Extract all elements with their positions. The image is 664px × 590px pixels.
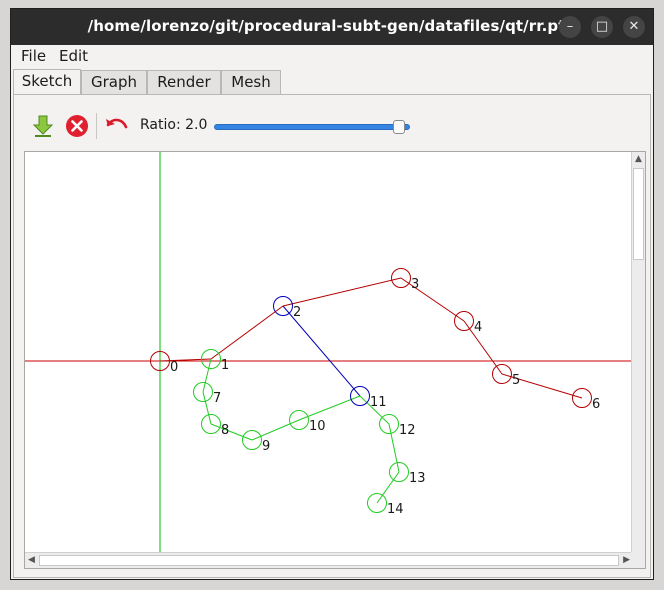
ratio-slider[interactable] (214, 120, 410, 134)
edge-2-3[interactable] (282, 277, 402, 307)
node-label-10: 10 (309, 419, 326, 434)
tab-mesh[interactable]: Mesh (221, 70, 281, 94)
delete-button[interactable] (64, 113, 90, 139)
node-label-9: 9 (262, 439, 270, 454)
node-label-2: 2 (293, 305, 301, 320)
node-7[interactable] (193, 382, 213, 402)
menu-bar: File Edit (11, 45, 653, 67)
tab-sketch[interactable]: Sketch (13, 69, 81, 95)
edge-1-7[interactable] (202, 358, 212, 393)
edge-2-11[interactable] (282, 305, 361, 397)
title-bar[interactable]: /home/lorenzo/git/procedural-subt-gen/da… (11, 9, 653, 45)
window-title: /home/lorenzo/git/procedural-subt-gen/da… (87, 17, 577, 35)
node-4[interactable] (454, 311, 474, 331)
minimize-icon: – (566, 19, 574, 34)
ratio-slider-handle[interactable] (393, 120, 405, 134)
node-label-11: 11 (370, 395, 387, 410)
app-window: /home/lorenzo/git/procedural-subt-gen/da… (10, 8, 654, 580)
scroll-right-icon[interactable]: ▶ (623, 555, 630, 565)
node-0[interactable] (150, 351, 170, 371)
tab-render[interactable]: Render (147, 70, 221, 94)
node-12[interactable] (379, 414, 399, 434)
tab-graph[interactable]: Graph (81, 70, 147, 94)
edge-9-10[interactable] (251, 419, 300, 441)
node-label-0: 0 (170, 360, 178, 375)
node-label-1: 1 (221, 358, 229, 373)
ratio-label: Ratio: 2.0 (140, 117, 208, 133)
maximize-button[interactable]: □ (591, 16, 613, 38)
node-14[interactable] (367, 493, 387, 513)
horizontal-scrollbar[interactable]: ◀ ▶ (25, 552, 633, 568)
scroll-up-icon[interactable]: ▲ (635, 154, 642, 164)
node-3[interactable] (391, 268, 411, 288)
menu-edit[interactable]: Edit (59, 47, 89, 65)
node-6[interactable] (572, 388, 592, 408)
menu-file[interactable]: File (21, 47, 47, 65)
vertical-scroll-thumb[interactable] (633, 168, 644, 260)
node-label-4: 4 (474, 320, 482, 335)
edge-7-8[interactable] (202, 391, 212, 425)
edge-13-14[interactable] (376, 471, 400, 504)
download-button[interactable] (30, 113, 56, 139)
edge-12-13[interactable] (388, 423, 400, 473)
close-button[interactable]: ✕ (623, 16, 645, 38)
node-label-8: 8 (221, 423, 229, 438)
edge-11-12[interactable] (359, 395, 390, 425)
maximize-icon: □ (595, 19, 609, 34)
undo-button[interactable] (104, 113, 130, 139)
minimize-button[interactable]: – (559, 16, 581, 38)
node-13[interactable] (389, 462, 409, 482)
node-label-5: 5 (512, 373, 520, 388)
scroll-left-icon[interactable]: ◀ (28, 555, 35, 565)
edge-0-1[interactable] (159, 358, 212, 362)
edge-3-4[interactable] (400, 277, 465, 322)
horizontal-scroll-thumb[interactable] (39, 555, 619, 566)
edge-8-9[interactable] (210, 423, 253, 441)
node-label-3: 3 (411, 277, 419, 292)
node-10[interactable] (289, 410, 309, 430)
node-label-12: 12 (399, 423, 416, 438)
node-2[interactable] (273, 296, 293, 316)
undo-icon (106, 118, 128, 129)
edge-4-5[interactable] (463, 320, 503, 375)
edge-5-6[interactable] (501, 373, 583, 399)
edge-1-2[interactable] (210, 305, 284, 360)
edge-10-11[interactable] (298, 395, 361, 421)
node-label-6: 6 (592, 397, 600, 412)
node-1[interactable] (201, 349, 221, 369)
node-label-14: 14 (387, 502, 404, 517)
node-8[interactable] (201, 414, 221, 434)
delete-circle-icon (66, 115, 88, 137)
toolbar: Ratio: 2.0 (14, 95, 650, 151)
tab-bar: Sketch Graph Render Mesh (11, 69, 653, 95)
node-9[interactable] (242, 430, 262, 450)
node-label-13: 13 (409, 471, 426, 486)
close-icon: ✕ (628, 19, 640, 34)
download-arrow-icon (32, 115, 54, 137)
node-label-7: 7 (213, 391, 221, 406)
node-5[interactable] (492, 364, 512, 384)
vertical-scrollbar[interactable]: ▲ (631, 152, 645, 554)
scroll-corner (631, 552, 645, 568)
toolbar-separator (96, 113, 97, 139)
node-11[interactable] (350, 386, 370, 406)
